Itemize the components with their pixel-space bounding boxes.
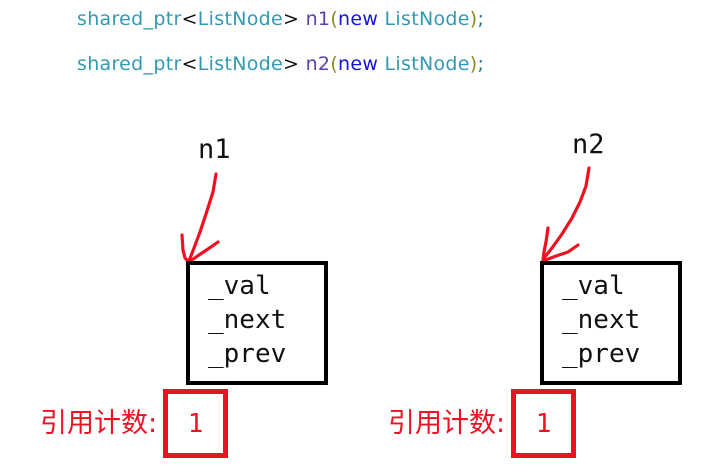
- code-line-1: shared_ptr<ListNode> n1(new ListNode);: [77, 8, 484, 30]
- code-template-arg: ListNode: [197, 8, 283, 30]
- code-template-arg: ListNode: [197, 53, 283, 75]
- code-line-2: shared_ptr<ListNode> n2(new ListNode);: [77, 53, 484, 75]
- code-open-paren: (: [330, 8, 339, 30]
- code-close-paren: ): [469, 8, 478, 30]
- node-field-val: _val: [208, 271, 271, 301]
- code-alloc-type: ListNode: [384, 53, 470, 75]
- refcount-label: 引用计数:: [40, 408, 158, 439]
- node-field-prev: _prev: [562, 339, 641, 369]
- refcount-row-n1: 引用计数: 1: [40, 389, 229, 458]
- refcount-box: 1: [511, 389, 577, 458]
- code-open-angle: <: [181, 53, 198, 75]
- code-type-name: shared_ptr: [77, 53, 182, 75]
- code-close-angle: >: [283, 53, 300, 75]
- refcount-value: 1: [187, 408, 204, 439]
- code-open-angle: <: [181, 8, 198, 30]
- pointer-label-n1: n1: [198, 134, 231, 165]
- code-semicolon: ;: [477, 53, 485, 75]
- node-field-prev: _prev: [208, 339, 287, 369]
- code-type-name: shared_ptr: [77, 8, 182, 30]
- refcount-value: 1: [535, 408, 552, 439]
- node-field-next: _next: [562, 305, 641, 335]
- arrow-n2-icon: [541, 166, 591, 263]
- code-alloc-type: ListNode: [384, 8, 470, 30]
- code-close-paren: ): [469, 53, 478, 75]
- code-variable-name: n2: [305, 53, 331, 75]
- pointer-label-n2: n2: [572, 129, 605, 160]
- code-open-paren: (: [330, 53, 339, 75]
- code-keyword-new: new: [338, 53, 379, 75]
- node-field-next: _next: [208, 305, 287, 335]
- code-keyword-new: new: [338, 8, 379, 30]
- arrow-n1-icon: [180, 172, 220, 264]
- refcount-row-n2: 引用计数: 1: [388, 389, 577, 458]
- node-box-n2: _val _next _prev: [540, 261, 682, 385]
- refcount-label: 引用计数:: [388, 408, 506, 439]
- code-close-angle: >: [283, 8, 300, 30]
- refcount-box: 1: [163, 389, 229, 458]
- node-field-val: _val: [562, 271, 625, 301]
- code-variable-name: n1: [305, 8, 331, 30]
- node-box-n1: _val _next _prev: [186, 261, 328, 385]
- code-semicolon: ;: [477, 8, 485, 30]
